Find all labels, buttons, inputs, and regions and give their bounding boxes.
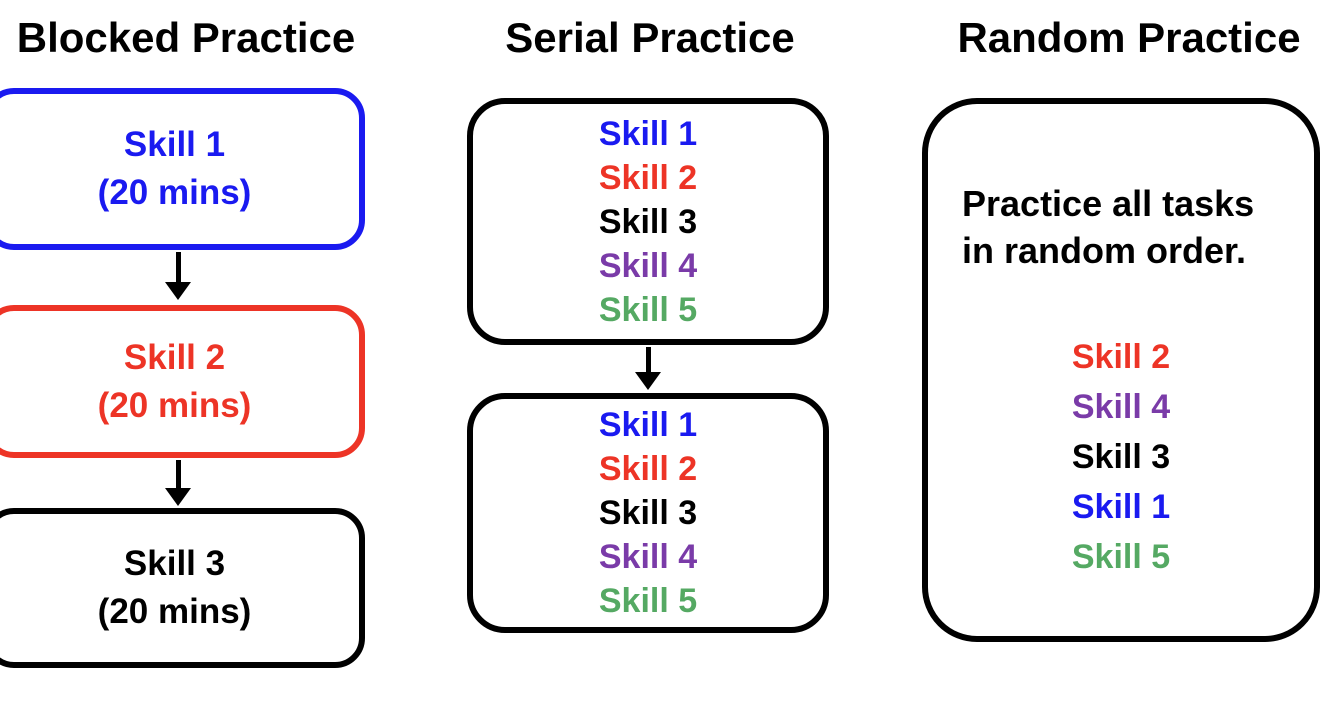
arrow-shaft [175, 460, 181, 488]
skill-label: Skill 2 [598, 450, 698, 488]
skill-label: Skill 3 [1071, 438, 1171, 476]
serial-round-2-box: Skill 1 Skill 2 Skill 3 Skill 4 Skill 5 [467, 393, 829, 633]
skill-duration-label: (20 mins) [97, 173, 252, 212]
skill-label: Skill 2 [598, 158, 698, 197]
blocked-practice-title: Blocked Practice [16, 14, 356, 61]
arrow-head [165, 488, 191, 506]
skill-label: Skill 4 [1071, 388, 1171, 426]
skill-label: Skill 3 [598, 202, 698, 241]
blocked-skill-1-box: Skill 1 (20 mins) [0, 88, 365, 250]
random-skill-list: Skill 2 Skill 4 Skill 3 Skill 1 Skill 5 [928, 332, 1314, 582]
skill-label: Skill 2 [1071, 338, 1171, 376]
random-practice-box: Practice all tasks in random order. Skil… [922, 98, 1320, 642]
description-line: Practice all tasks [962, 183, 1255, 224]
skill-label: Skill 4 [598, 538, 698, 576]
random-practice-title: Random Practice [957, 14, 1301, 61]
down-arrow-icon [165, 460, 191, 506]
skill-label: Skill 2 [123, 337, 226, 377]
skill-label: Skill 1 [1071, 488, 1171, 526]
arrow-shaft [645, 347, 651, 372]
description-line: in random order. [962, 230, 1247, 271]
arrow-head [635, 372, 661, 390]
arrow-shaft [175, 252, 181, 282]
skill-duration-label: (20 mins) [97, 385, 252, 425]
skill-label: Skill 5 [1071, 538, 1171, 576]
blocked-skill-3-box: Skill 3 (20 mins) [0, 508, 365, 668]
skill-label: Skill 5 [598, 582, 698, 620]
skill-label: Skill 1 [123, 125, 226, 164]
serial-practice-title: Serial Practice [505, 14, 795, 61]
skill-label: Skill 4 [598, 246, 698, 285]
blocked-skill-2-box: Skill 2 (20 mins) [0, 305, 365, 458]
skill-label: Skill 1 [598, 406, 698, 444]
skill-label: Skill 3 [598, 494, 698, 532]
skill-label: Skill 5 [598, 290, 698, 329]
skill-label: Skill 1 [598, 114, 698, 153]
skill-duration-label: (20 mins) [97, 592, 252, 631]
down-arrow-icon [165, 252, 191, 300]
random-practice-description: Practice all tasks in random order. [962, 180, 1254, 274]
down-arrow-icon [635, 347, 661, 390]
arrow-head [165, 282, 191, 300]
serial-round-1-box: Skill 1 Skill 2 Skill 3 Skill 4 Skill 5 [467, 98, 829, 345]
skill-label: Skill 3 [123, 544, 226, 583]
